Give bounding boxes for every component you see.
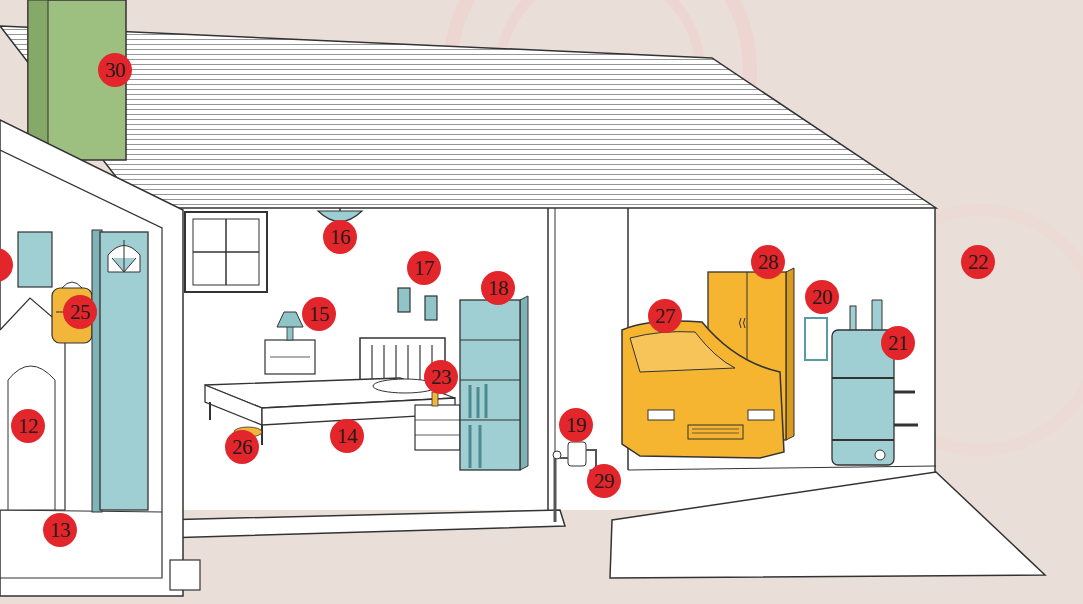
cabinet-side — [786, 268, 794, 440]
door-window — [108, 240, 140, 272]
callout-number: 17 — [407, 251, 441, 285]
fireplace-arch — [8, 366, 55, 510]
heater-bands — [832, 378, 894, 440]
floor-slab — [160, 510, 565, 538]
callout-number: 16 — [323, 220, 357, 254]
wall-edge — [547, 208, 549, 515]
wall-edge — [555, 208, 556, 455]
cropped-callout — [0, 248, 13, 282]
window-bar — [193, 251, 259, 253]
callout-number: 19 — [559, 408, 593, 442]
wall-mirror — [18, 232, 52, 287]
heater-flue — [872, 300, 882, 332]
window — [185, 212, 267, 292]
drawer-line — [270, 357, 310, 358]
callout-number: 29 — [587, 464, 621, 498]
callout-number: 26 — [225, 430, 259, 464]
roof — [0, 26, 936, 208]
shelf-body — [460, 300, 520, 470]
window-frame — [185, 212, 267, 292]
car-grille-lines — [692, 429, 739, 433]
meter-gauge — [553, 451, 561, 459]
car-windshield — [630, 332, 735, 372]
shelf-side — [520, 296, 528, 470]
callout-number: 23 — [424, 360, 458, 394]
heater-pipes — [894, 392, 918, 425]
heater-valve — [875, 450, 885, 460]
car-grille — [688, 425, 743, 439]
callout-number: 30 — [98, 53, 132, 87]
callout-number: 21 — [881, 326, 915, 360]
meter-pipes — [560, 450, 596, 470]
books — [470, 384, 486, 468]
callout-number: 15 — [302, 297, 336, 331]
garage-floor-line — [628, 466, 936, 470]
callout-number: 20 — [805, 280, 839, 314]
driveway-ramp — [610, 472, 1045, 578]
front-wing — [0, 120, 200, 596]
callout-number: 22 — [961, 245, 995, 279]
callout-number: 18 — [481, 271, 515, 305]
picture-frame — [425, 296, 437, 320]
wall-pictures — [398, 288, 437, 320]
mattress-side — [205, 385, 262, 425]
front-step — [170, 560, 200, 590]
cabinet-handles — [740, 318, 746, 328]
water-heater — [832, 300, 918, 465]
callout-number: 25 — [63, 295, 97, 329]
callout-number: 14 — [330, 419, 364, 453]
callout-number: 12 — [11, 409, 45, 443]
wing-inner-edge — [0, 150, 162, 578]
car-headlight — [648, 410, 674, 420]
drawer-line — [415, 420, 460, 435]
back-wall — [180, 205, 935, 510]
wall-edge — [934, 208, 936, 472]
front-door — [100, 232, 148, 510]
meter-body — [568, 442, 586, 466]
bookshelf — [460, 296, 528, 470]
electric-panel — [805, 318, 827, 360]
candle — [432, 392, 438, 406]
nightstand-right — [415, 392, 460, 450]
nightstand — [265, 340, 315, 374]
lamp-shade — [277, 312, 303, 327]
picture-frame — [398, 288, 410, 312]
wing-wall — [0, 120, 183, 596]
car — [622, 321, 784, 458]
car-headlight — [748, 410, 774, 420]
nightstand — [415, 405, 460, 450]
callout-number: 13 — [43, 513, 77, 547]
car-body — [622, 321, 784, 458]
meter-pipe — [554, 455, 557, 522]
callout-number: 28 — [751, 245, 785, 279]
callout-number: 27 — [648, 299, 682, 333]
window-pane — [193, 219, 259, 285]
